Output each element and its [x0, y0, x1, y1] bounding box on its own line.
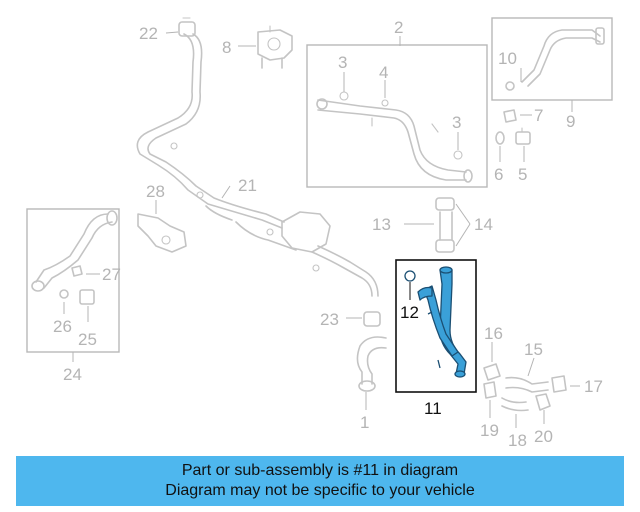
part-17-clamp	[551, 375, 567, 393]
callout-3-lower: 3	[452, 113, 461, 132]
callout-17: 17	[584, 377, 603, 396]
part-15-hose	[505, 376, 549, 393]
part-21-hose-assembly	[136, 33, 379, 297]
callout-3-upper: 3	[338, 53, 347, 72]
callout-22: 22	[139, 24, 158, 43]
part-6-seal	[495, 131, 505, 145]
callout-15: 15	[524, 340, 543, 359]
part-20-clamp	[535, 393, 551, 411]
part-11-coolant-pipe-highlighted	[417, 266, 467, 378]
parts-diagram: 22 8 2 3 4 3 10 7 9 6 5 21 28 13 14 27 2…	[26, 17, 613, 450]
callout-13: 13	[372, 215, 391, 234]
part-5-sensor	[515, 127, 531, 145]
callout-10: 10	[498, 49, 517, 68]
part-9-pipe	[505, 27, 605, 91]
callout-4: 4	[379, 63, 388, 82]
group-box-2	[306, 44, 488, 188]
part-2-coolant-pipe	[316, 91, 473, 183]
callout-8: 8	[222, 38, 231, 57]
part-14-hose	[435, 197, 455, 253]
callout-26: 26	[53, 317, 72, 336]
callout-6: 6	[494, 165, 503, 184]
callout-18: 18	[508, 431, 527, 450]
leader-lines	[63, 31, 580, 428]
banner-line-1: Part or sub-assembly is #11 in diagram	[181, 462, 459, 479]
part-1-hose	[356, 336, 387, 392]
callout-28: 28	[146, 182, 165, 201]
callout-19: 19	[480, 421, 499, 440]
callout-9: 9	[566, 112, 575, 131]
part-12-seal	[404, 270, 416, 282]
callout-23: 23	[320, 310, 339, 329]
callout-7: 7	[534, 106, 543, 125]
part-22-connector	[178, 17, 196, 37]
part-7-clip	[503, 109, 517, 123]
part-18-hose	[501, 397, 529, 412]
group-box-11	[395, 259, 477, 393]
callout-21: 21	[238, 176, 257, 195]
callout-12: 12	[400, 303, 419, 322]
info-banner: Part or sub-assembly is #11 in diagram D…	[16, 456, 624, 506]
callout-1: 1	[360, 413, 369, 432]
part-8-thermostat	[257, 25, 293, 69]
part-16-clamp	[483, 363, 501, 381]
callout-11: 11	[424, 399, 442, 418]
callout-20: 20	[534, 427, 553, 446]
part-28-housing	[137, 213, 187, 253]
callout-24: 24	[63, 365, 82, 384]
group-box-9	[491, 17, 613, 101]
part-27-clip	[71, 265, 83, 277]
part-19-clamp	[483, 381, 497, 399]
callout-27: 27	[102, 265, 121, 284]
part-25-sensor	[79, 289, 95, 305]
part-24-hose	[31, 210, 118, 292]
callout-16: 16	[484, 324, 503, 343]
banner-line-2: Diagram may not be specific to your vehi…	[165, 482, 475, 499]
callout-2: 2	[394, 18, 403, 37]
callout-5: 5	[518, 165, 527, 184]
callout-25: 25	[78, 330, 97, 349]
part-26-seal	[59, 289, 69, 299]
part-23-connector	[363, 311, 381, 327]
callout-14: 14	[474, 215, 493, 234]
